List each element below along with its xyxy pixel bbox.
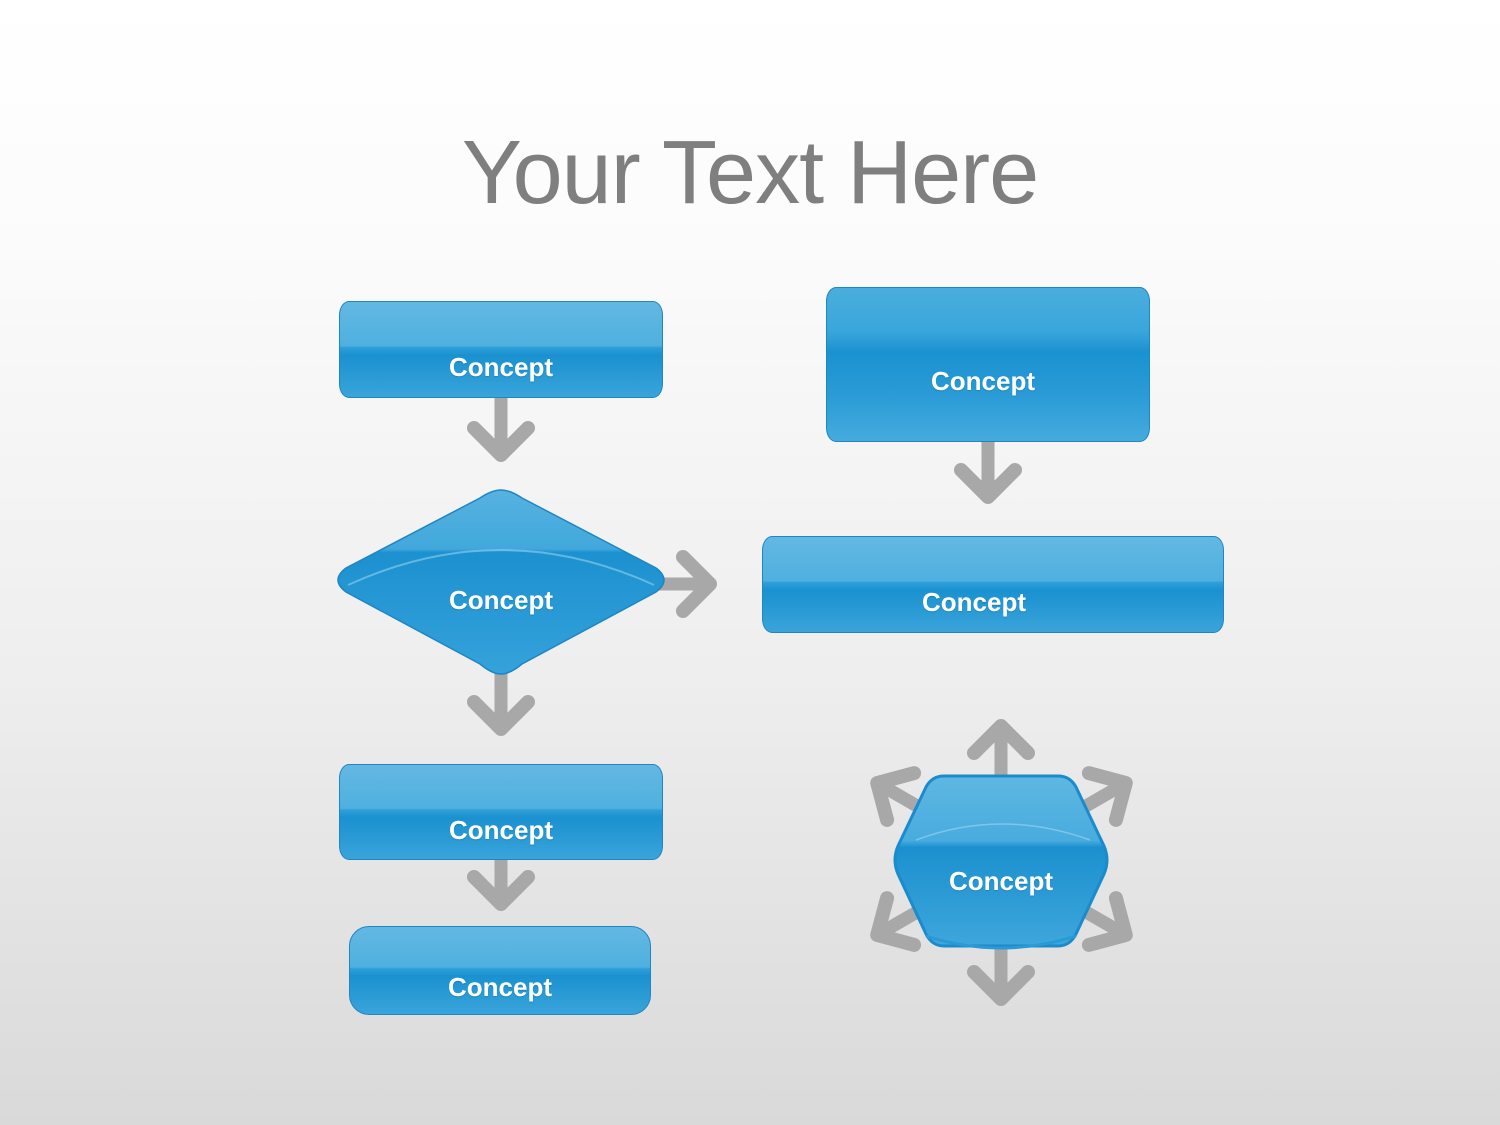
flow-end-box: Concept [349,926,651,1015]
page-title: Your Text Here [461,123,1039,223]
hub-label-wrap: Concept [901,851,1101,911]
decision-label: Concept [449,584,553,615]
flow-end-label: Concept [448,972,552,1002]
hub-label: Concept [949,865,1053,896]
flow-start-box: Concept [339,301,663,398]
decision-diamond-shape [337,489,665,675]
flow-step-label: Concept [449,814,553,845]
top-right-label: Concept [931,366,1035,396]
decision-label-wrap: Concept [401,570,601,630]
arrow-decision-to-step [474,673,528,729]
hub-arrow-down [974,943,1028,999]
hub-arrow-up [974,726,1028,782]
wide-right-box: Concept [762,536,1224,633]
top-right-box: Concept [826,287,1150,442]
wide-right-label: Concept [922,587,1026,617]
flow-step-box: Concept [339,764,663,860]
flow-start-label: Concept [449,352,553,382]
arrow-start-to-decision [474,399,528,455]
hub-hexagon-shape [893,774,1109,950]
arrow-topright-to-wide [961,441,1015,497]
